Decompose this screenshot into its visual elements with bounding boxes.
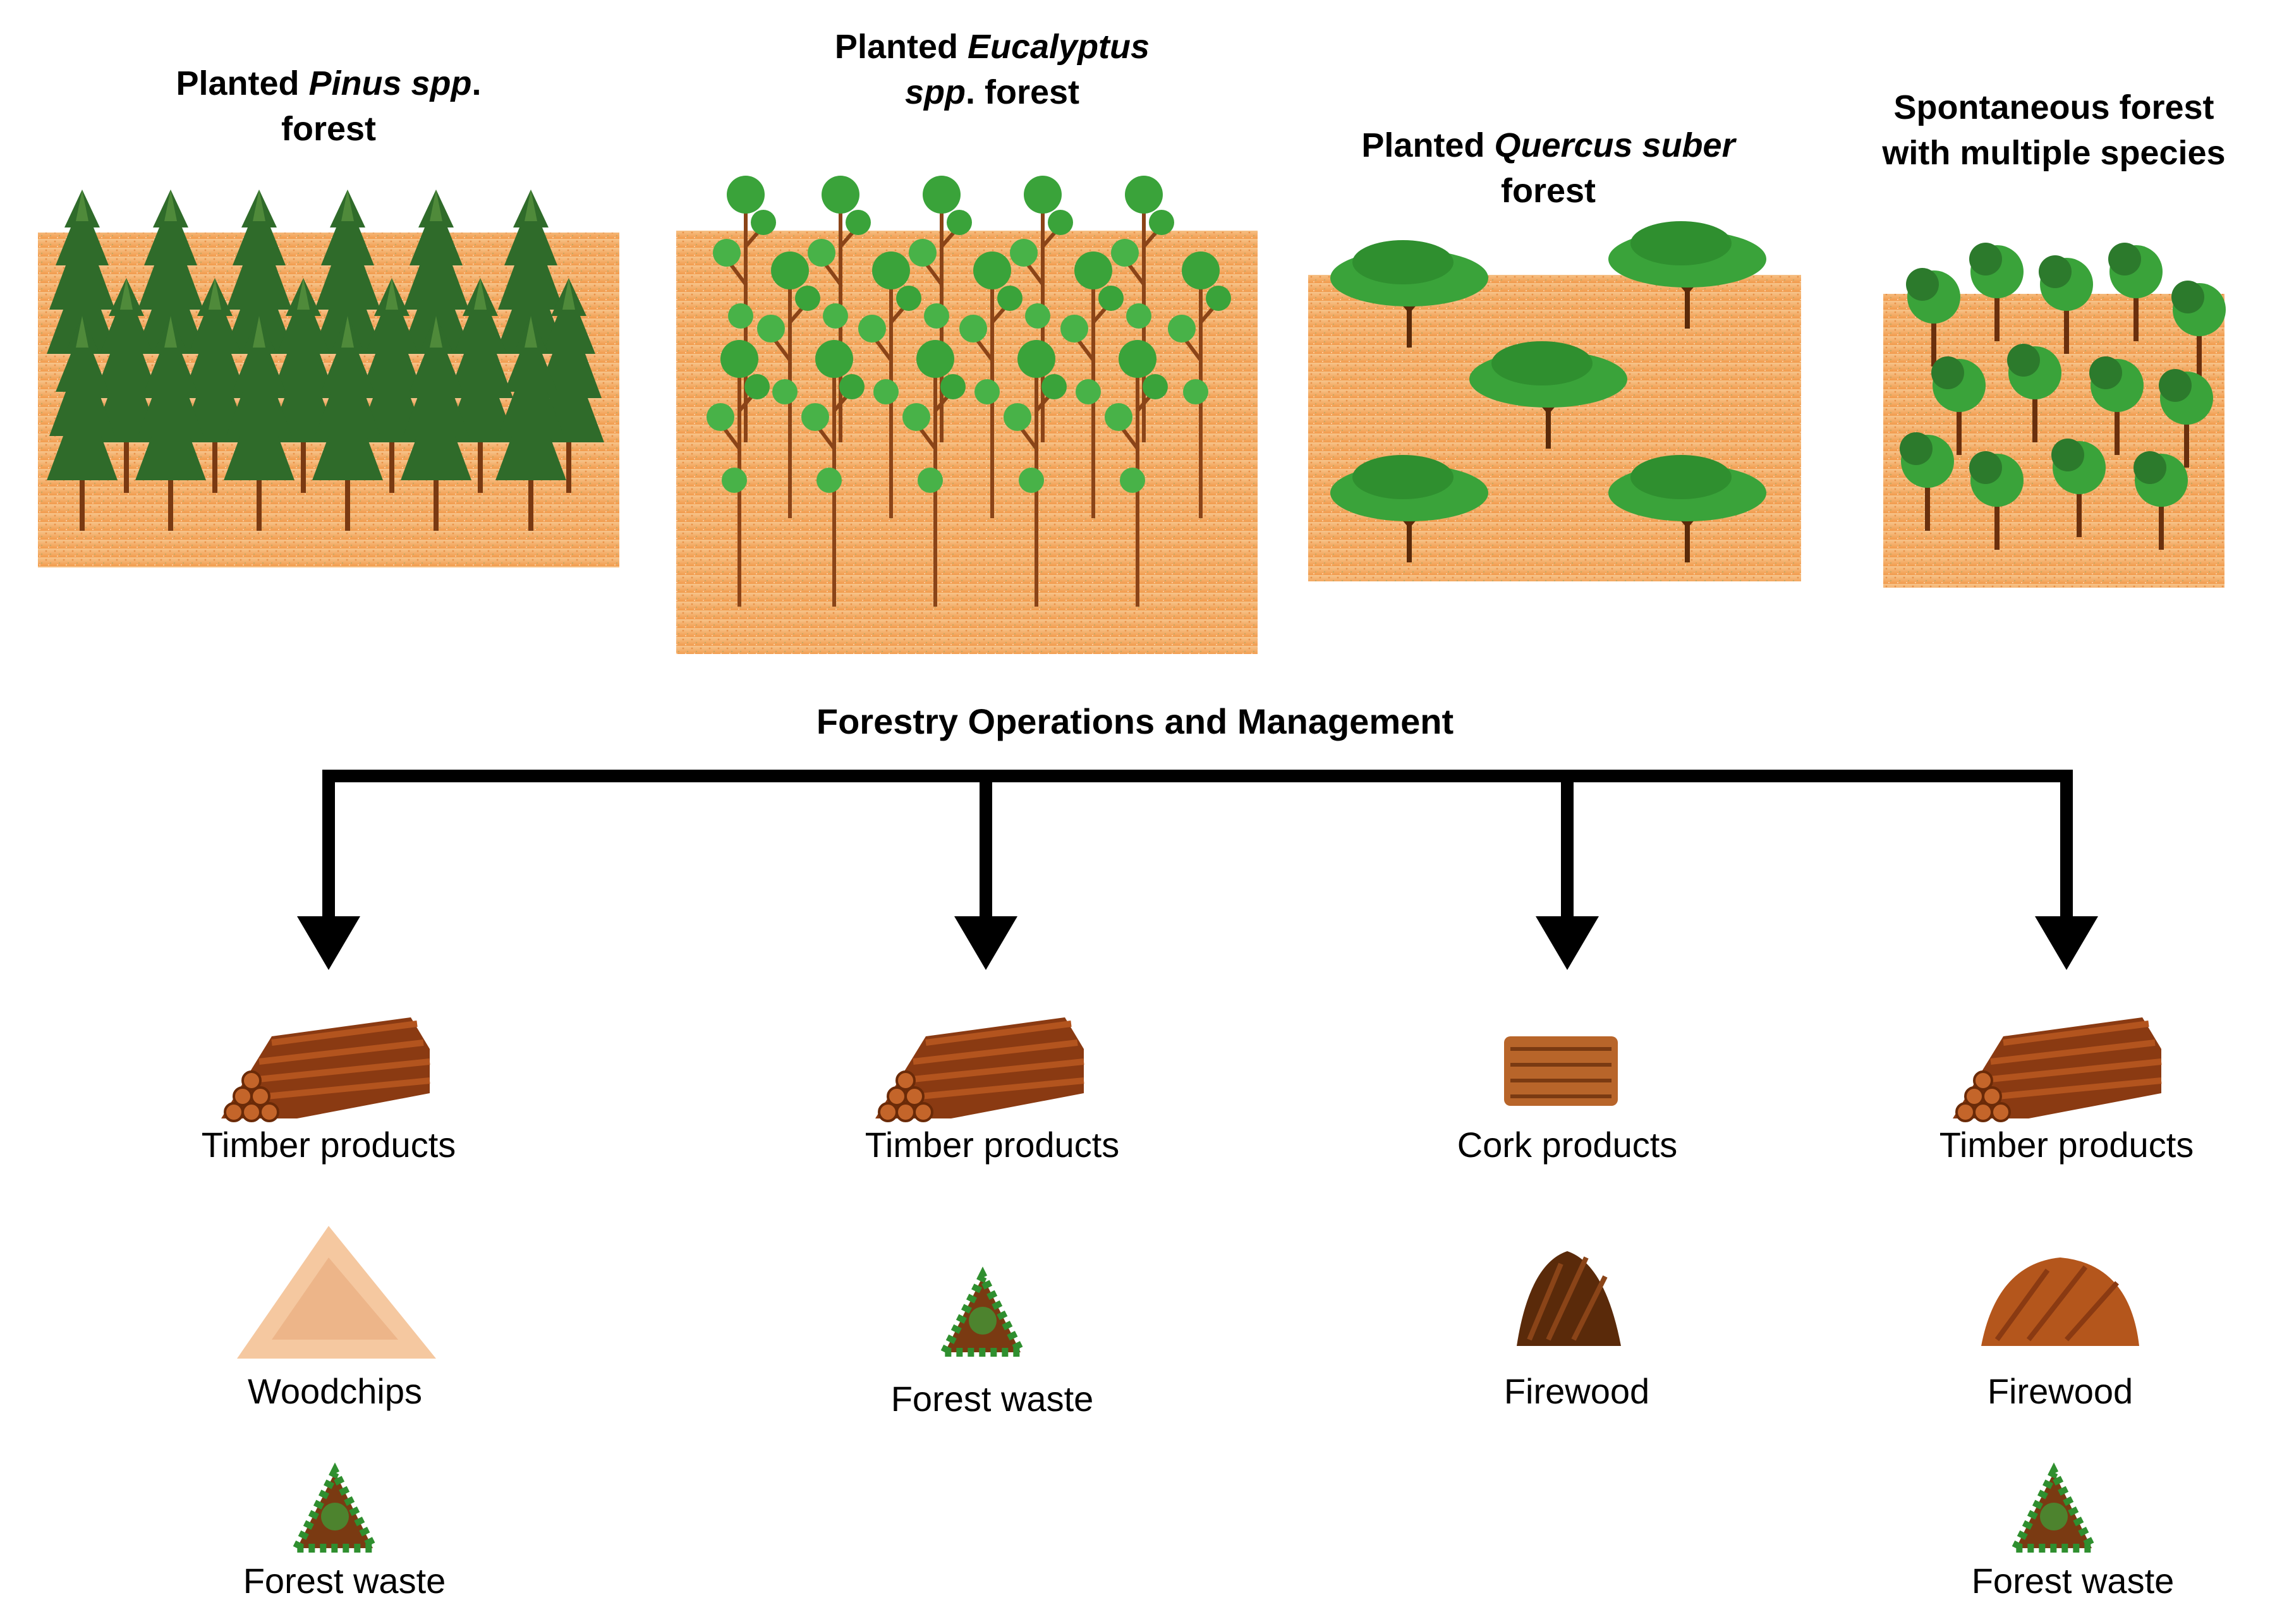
arrowhead-3 bbox=[1536, 916, 1599, 970]
eucalyptus-title-pre: Planted bbox=[834, 28, 968, 66]
col4-timber-label: Timber products bbox=[1939, 1125, 2194, 1165]
woodchips-icon bbox=[237, 1226, 436, 1359]
firewood-icon-2 bbox=[1981, 1257, 2139, 1346]
pinus-title-italic: Pinus spp bbox=[308, 64, 472, 102]
col1-timber-label: Timber products bbox=[201, 1125, 456, 1165]
col4-firewood-label: Firewood bbox=[1987, 1371, 2133, 1411]
col2-timber-label: Timber products bbox=[865, 1125, 1120, 1165]
forest-waste-icon-3 bbox=[2016, 1472, 2092, 1548]
quercus-title-pre: Planted bbox=[1361, 126, 1495, 164]
firewood-icon-1 bbox=[1517, 1251, 1621, 1346]
col1-forest-waste-label: Forest waste bbox=[243, 1561, 446, 1601]
eucalyptus-forest-title: Planted Eucalyptus spp. forest bbox=[777, 24, 1207, 115]
spontaneous-title-line2: with multiple species bbox=[1882, 134, 2226, 172]
arrow-connector bbox=[297, 770, 2098, 970]
forestry-operations-title: Forestry Operations and Management bbox=[816, 701, 1454, 741]
eucalyptus-title-line2: . forest bbox=[965, 73, 1080, 111]
arrowhead-1 bbox=[297, 916, 360, 970]
forest-waste-icon-2 bbox=[945, 1276, 1021, 1352]
pinus-title-post: . bbox=[471, 64, 482, 102]
col3-cork-label: Cork products bbox=[1457, 1125, 1678, 1165]
eucalyptus-title-italic: Eucalyptus bbox=[967, 28, 1150, 66]
eucalyptus-soil bbox=[676, 231, 1258, 654]
spontaneous-title-line1: Spontaneous forest bbox=[1893, 88, 2214, 126]
timber-products-icon-3 bbox=[1953, 1017, 2161, 1121]
forest-waste-icon-1 bbox=[297, 1472, 373, 1548]
eucalyptus-title-line2-italic: spp bbox=[904, 73, 966, 111]
col2-forest-waste-label: Forest waste bbox=[890, 1379, 1094, 1419]
arrowhead-4 bbox=[2035, 916, 2098, 970]
col4-forest-waste-label: Forest waste bbox=[1971, 1561, 2175, 1601]
cork-products-icon bbox=[1504, 1036, 1618, 1106]
forest-illustrations bbox=[38, 0, 2226, 654]
pinus-title-line2: forest bbox=[281, 110, 377, 148]
col1-woodchips-label: Woodchips bbox=[247, 1371, 422, 1411]
timber-products-icon-1 bbox=[221, 1017, 430, 1121]
output-icons bbox=[0, 986, 2270, 1554]
quercus-title-line2: forest bbox=[1500, 172, 1596, 210]
quercus-title-italic: Quercus suber bbox=[1494, 126, 1735, 164]
timber-products-icon-2 bbox=[875, 1017, 1084, 1121]
quercus-soil bbox=[1308, 275, 1801, 581]
col3-firewood-label: Firewood bbox=[1503, 1371, 1650, 1411]
pinus-title-pre: Planted bbox=[176, 64, 309, 102]
spontaneous-forest-title: Spontaneous forest with multiple species bbox=[1852, 85, 2256, 176]
arrowhead-2 bbox=[954, 916, 1017, 970]
pinus-forest-title: Planted Pinus spp. forest bbox=[114, 61, 543, 152]
quercus-forest-title: Planted Quercus suber forest bbox=[1314, 123, 1782, 214]
